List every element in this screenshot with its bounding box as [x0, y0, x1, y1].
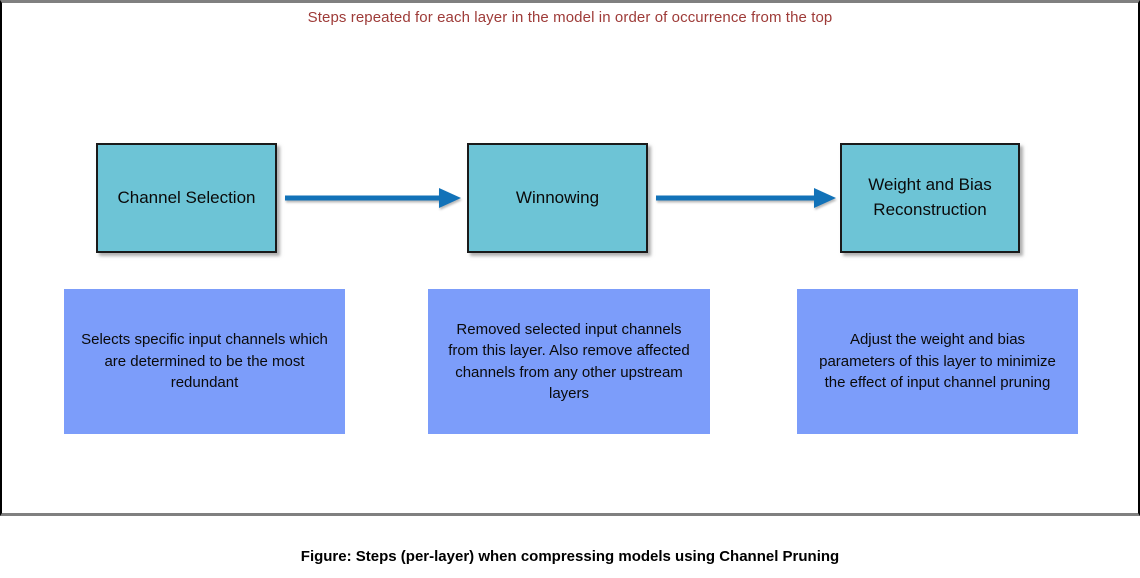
- figure-caption: Figure: Steps (per-layer) when compressi…: [300, 548, 840, 565]
- step-label: Weight and Bias Reconstruction: [868, 175, 992, 219]
- description-text: Removed selected input channels from thi…: [448, 320, 690, 402]
- description-box-weight-bias-reconstruction: Adjust the weight and bias parameters of…: [797, 289, 1078, 434]
- description-text: Adjust the weight and bias parameters of…: [819, 331, 1056, 392]
- description-box-channel-selection: Selects specific input channels which ar…: [64, 289, 345, 434]
- step-label: Channel Selection: [117, 187, 256, 207]
- flow-arrow-icon: [285, 188, 461, 208]
- flow-arrow-icon: [656, 188, 836, 208]
- diagram-title: Steps repeated for each layer in the mod…: [307, 9, 833, 26]
- step-box-channel-selection: Channel Selection: [96, 143, 277, 253]
- step-box-winnowing: Winnowing: [467, 143, 648, 253]
- description-text: Selects specific input channels which ar…: [81, 331, 328, 392]
- diagram-frame: [0, 0, 1140, 516]
- description-box-winnowing: Removed selected input channels from thi…: [428, 289, 710, 434]
- step-label: Winnowing: [515, 187, 600, 207]
- step-box-weight-bias-reconstruction: Weight and Bias Reconstruction: [840, 143, 1020, 253]
